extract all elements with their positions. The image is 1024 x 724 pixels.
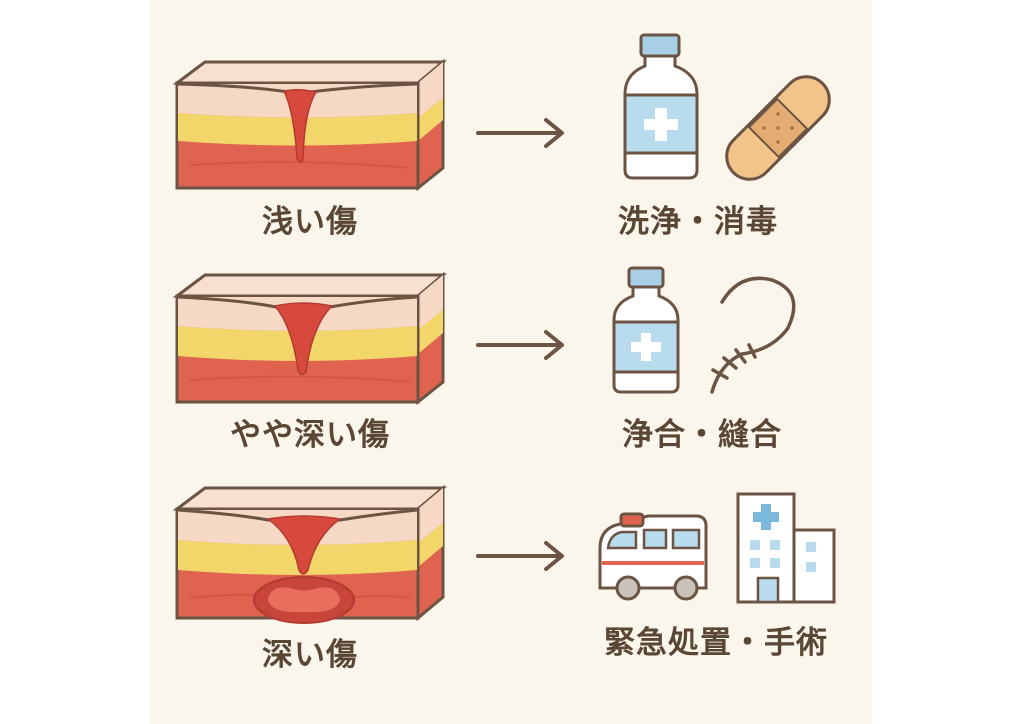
ambulance-icon (598, 512, 708, 601)
suture-icon (710, 276, 796, 394)
wound-label-shallow: 浅い傷 (262, 204, 358, 240)
wound-shallow (282, 88, 318, 163)
wound-deep (266, 515, 342, 575)
skin-block-shallow (172, 58, 448, 192)
hospital-icon (736, 492, 836, 604)
treatment-label-shallow: 洗浄・消毒 (618, 204, 778, 240)
treatment-label-moderate: 浄合・縫合 (622, 417, 782, 453)
wound-label-moderate: やや深い傷 (230, 417, 390, 453)
treatment-label-deep: 緊急処置・手術 (604, 625, 828, 661)
arrow-row2 (476, 330, 564, 360)
bandage-icon (725, 75, 831, 181)
arrow-row1 (476, 118, 564, 148)
skin-block-moderate (172, 271, 448, 406)
skin-block-deep (172, 484, 448, 624)
arrow-row3 (476, 541, 564, 571)
bottle-icon (623, 33, 699, 180)
wound-label-deep: 深い傷 (262, 637, 358, 673)
bottle-icon-2 (612, 266, 680, 394)
wound-moderate (273, 302, 334, 376)
